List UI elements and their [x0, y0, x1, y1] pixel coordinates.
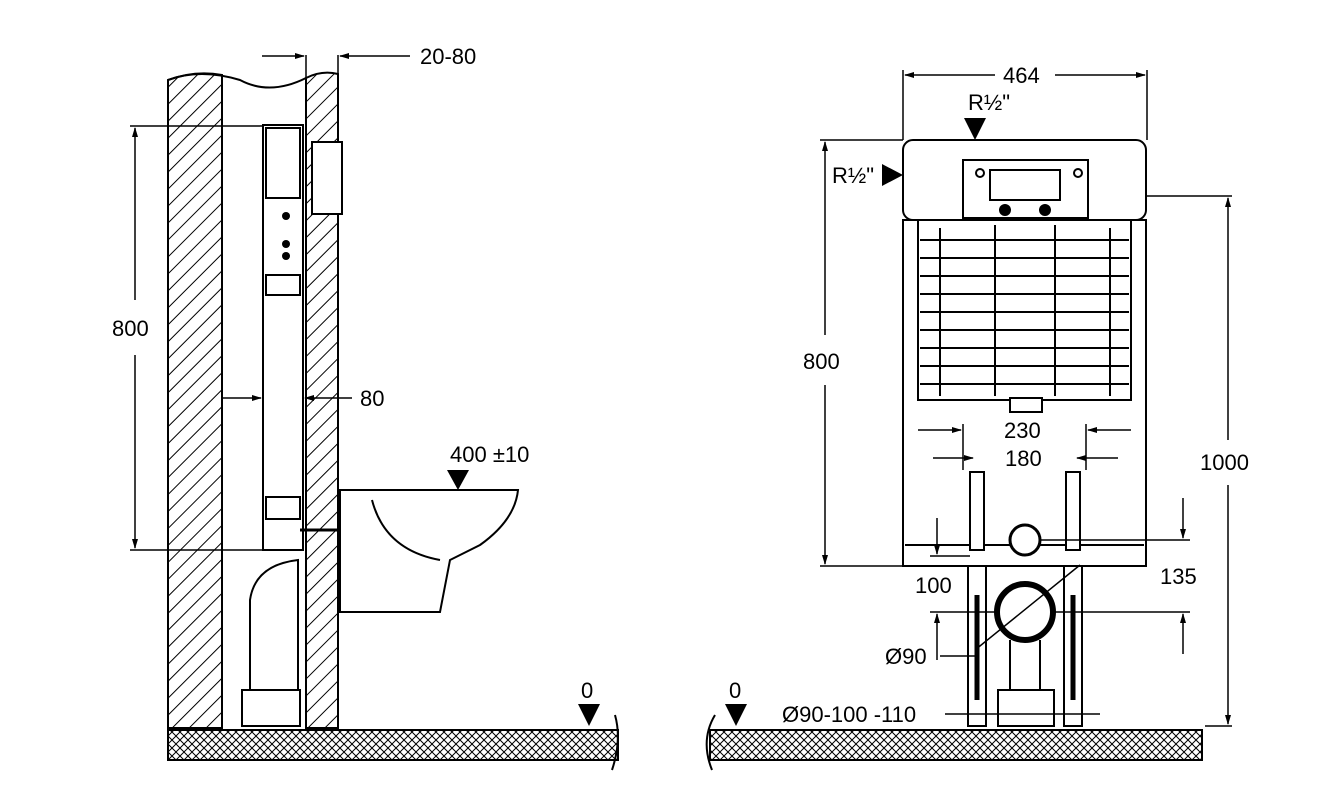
dim-side-inlet: R½": [832, 163, 874, 188]
dim-fix-inner: 180: [1005, 446, 1042, 471]
dim-outlet-height: 100: [915, 573, 952, 598]
cistern-top: [265, 127, 301, 199]
dim-top-inlet: R½": [968, 90, 1010, 115]
water-outlet: [1008, 523, 1042, 557]
dim-depth: 80: [360, 386, 384, 411]
top-inlet-marker: [964, 118, 986, 140]
wall-right: [305, 71, 339, 729]
actuator-inner: [989, 169, 1061, 201]
floor-left: [167, 729, 619, 761]
dim-wall-gap: 20-80: [420, 44, 476, 69]
bracket-lower: [265, 496, 301, 520]
dim-fix-outer: 230: [1004, 418, 1041, 443]
dim-drain-diameter: Ø90-100 -110: [782, 702, 916, 727]
front-view: 464 R½" R½" 800 1000 230 180 10: [705, 63, 1249, 771]
wall-left: [167, 72, 223, 729]
floor-level-label: 0: [581, 678, 593, 703]
drain-stub: [997, 689, 1055, 727]
dim-width: 464: [1003, 63, 1040, 88]
bolt-hole: [282, 240, 290, 248]
drain-pipe: [249, 558, 299, 695]
bracket-upper: [265, 274, 301, 296]
side-view: 20-80 800 80 400 ±10 0: [112, 44, 619, 771]
bolt-hole: [282, 212, 290, 220]
dim-outlet-diameter: Ø90: [885, 644, 927, 669]
drain-socket: [241, 689, 301, 727]
floor-right: [709, 729, 1203, 761]
outlet-valve: [1009, 397, 1043, 413]
tank-ribs: [920, 225, 1129, 396]
dim-height: 800: [112, 316, 149, 341]
dim-total-height: 1000: [1200, 450, 1249, 475]
dim-outlet-spacing: 135: [1160, 564, 1197, 589]
pan-height-marker: [447, 470, 469, 490]
dim-pan-height: 400 ±10: [450, 442, 529, 467]
cistern-tank: [917, 219, 1132, 401]
bolt-hole: [282, 252, 290, 260]
dim-height-front: 800: [803, 349, 840, 374]
floor-level-label-front: 0: [729, 678, 741, 703]
wc-pan: [339, 489, 520, 613]
frame: [902, 219, 1147, 567]
floor-level-marker: [578, 704, 600, 726]
flush-plate: [311, 141, 343, 215]
side-inlet-marker: [882, 164, 903, 186]
floor-level-marker-front: [725, 704, 747, 726]
drain-outlet: [994, 581, 1056, 643]
wall-break-line: [167, 73, 307, 89]
